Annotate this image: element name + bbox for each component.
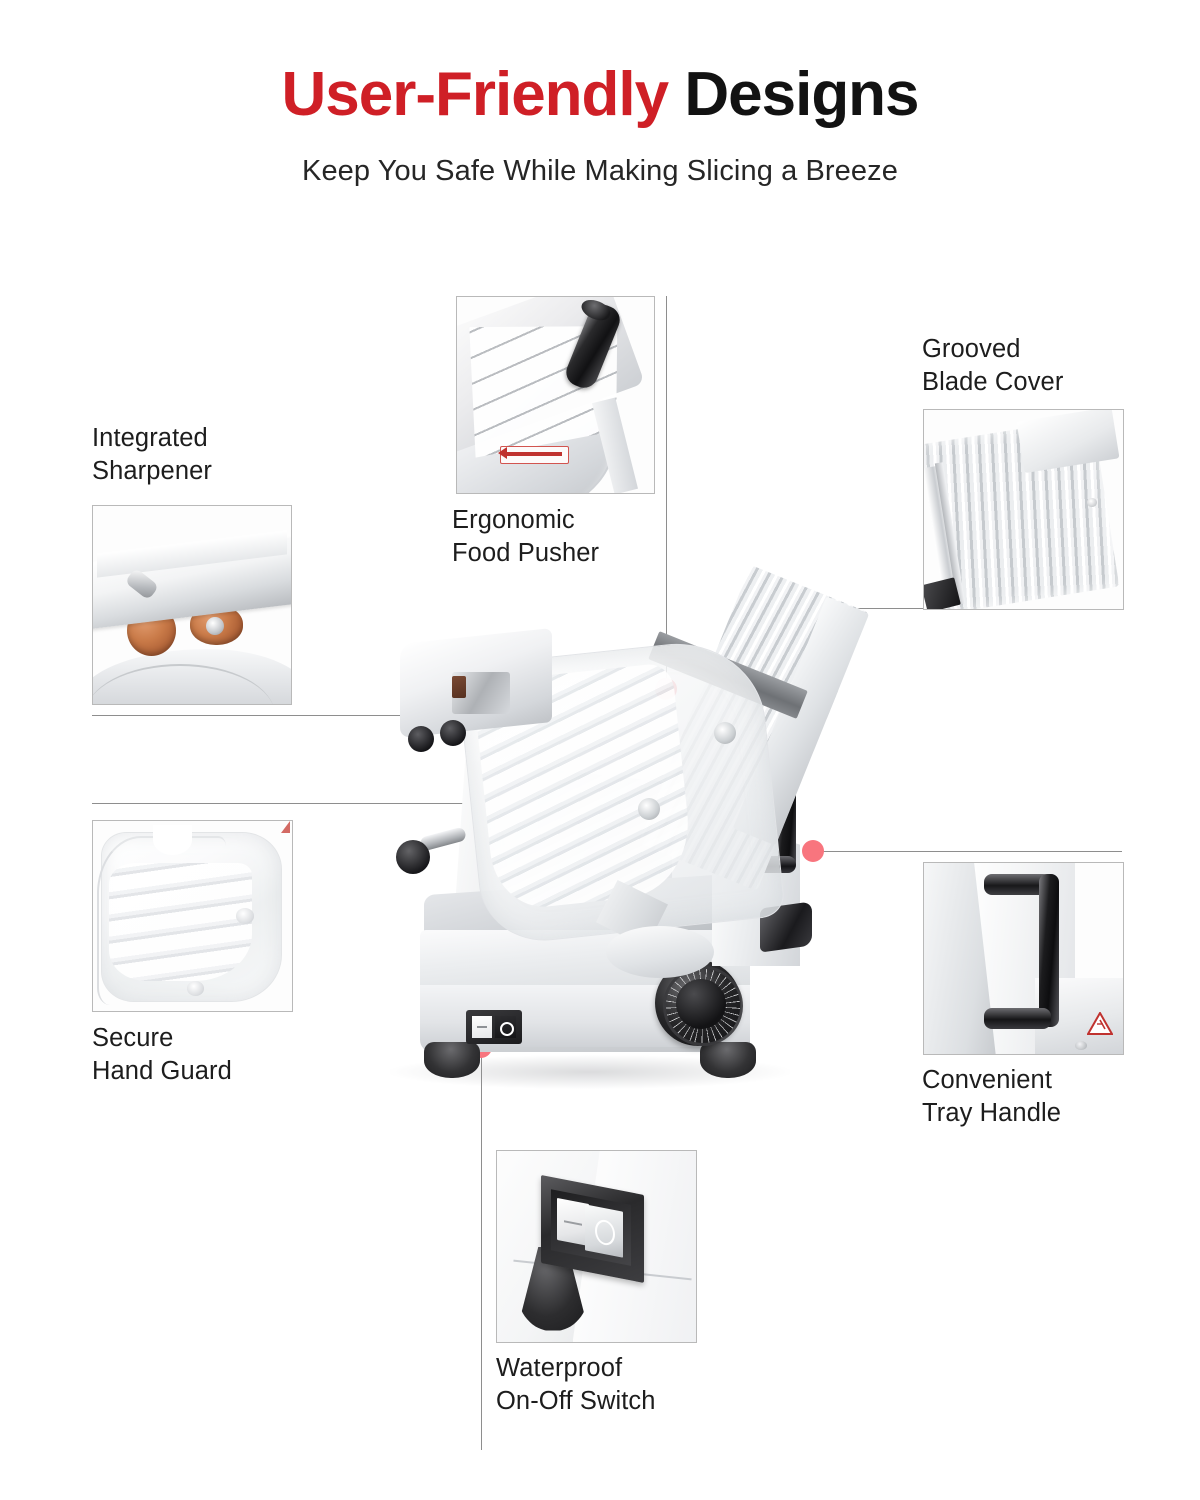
cover-screw-upper — [714, 722, 736, 744]
switch-on-rocker[interactable] — [556, 1197, 589, 1246]
sharpener-knob[interactable] — [396, 840, 430, 874]
connector-line-waterproof-on-off-switch — [481, 1047, 482, 1450]
hand-guard-rim — [96, 836, 227, 1006]
direction-arrow-sticker — [497, 445, 570, 464]
warning-triangle-icon — [1087, 1011, 1114, 1035]
thumbnail-integrated-sharpener — [92, 505, 292, 705]
connector-line-integrated-sharpener — [92, 715, 444, 716]
thickness-dial-hub[interactable] — [676, 979, 726, 1029]
blade-cover-top-face — [1016, 410, 1119, 473]
sharpener-clamp-knob-b[interactable] — [440, 720, 466, 746]
page-title-accent: User-Friendly — [281, 60, 669, 129]
callout-label-integrated-sharpener: Integrated Sharpener — [92, 424, 212, 486]
tray-handle-arm-top[interactable] — [983, 874, 1052, 896]
cover-screw-lower — [638, 798, 660, 820]
header: User-Friendly Designs Keep You Safe Whil… — [0, 0, 1200, 188]
page-title: User-Friendly Designs — [0, 0, 1200, 127]
thumbnail-waterproof-on-off-switch — [496, 1150, 697, 1343]
sharpener-blade-arc — [93, 664, 276, 704]
warning-decal-corner — [281, 821, 291, 833]
sharpening-stone — [452, 676, 466, 698]
power-switch-off-key[interactable] — [495, 1016, 516, 1038]
slicer-foot-right — [700, 1042, 756, 1078]
hand-guard-art — [93, 821, 292, 1011]
hand-guard-notch — [152, 824, 193, 856]
food-pusher-art — [457, 297, 654, 493]
tray-handle-art — [924, 863, 1123, 1054]
connector-line-ergonomic-food-pusher — [666, 296, 667, 690]
callout-label-secure-hand-guard: Secure Hand Guard — [92, 1024, 232, 1086]
callout-dot-convenient-tray-handle — [802, 840, 824, 862]
carriage-base-plate — [606, 926, 714, 978]
tray-handle-arm-bottom[interactable] — [983, 1008, 1052, 1030]
page-subtitle: Keep You Safe While Making Slicing a Bre… — [302, 155, 898, 188]
direction-arrow-icon — [497, 447, 562, 460]
callout-label-ergonomic-food-pusher: Ergonomic Food Pusher — [452, 506, 600, 568]
sharpener-clamp-knob-a[interactable] — [408, 726, 434, 752]
sharpener-art — [93, 506, 291, 704]
callout-label-convenient-tray-handle: Convenient Tray Handle — [922, 1066, 1062, 1128]
blade-cover-black-part — [924, 577, 961, 609]
page-title-rest: Designs — [668, 60, 919, 129]
hand-guard-boss-b — [186, 980, 205, 996]
power-switch[interactable] — [466, 1010, 522, 1044]
tray-handle-grip-bar[interactable] — [1039, 874, 1060, 1028]
tray-handle-screw — [1075, 1040, 1088, 1051]
thumbnail-convenient-tray-handle — [923, 862, 1124, 1055]
thumbnail-secure-hand-guard — [92, 820, 293, 1012]
power-switch-on-key[interactable] — [472, 1016, 492, 1038]
blade-cover-art — [924, 410, 1123, 609]
slicer-foot-left — [424, 1042, 480, 1078]
sharpener-screw — [205, 616, 224, 635]
waterproof-switch-art — [497, 1151, 696, 1342]
hand-guard-boss-a — [236, 908, 255, 924]
connector-line-convenient-tray-handle — [818, 851, 1122, 852]
thumbnail-grooved-blade-cover — [923, 409, 1124, 610]
callout-label-grooved-blade-cover: Grooved Blade Cover — [922, 335, 1064, 397]
thumbnail-ergonomic-food-pusher — [456, 296, 655, 494]
callout-label-waterproof-on-off-switch: Waterproof On-Off Switch — [496, 1354, 656, 1416]
connector-line-secure-hand-guard — [92, 803, 614, 804]
blade-cover-screw — [1087, 497, 1098, 508]
